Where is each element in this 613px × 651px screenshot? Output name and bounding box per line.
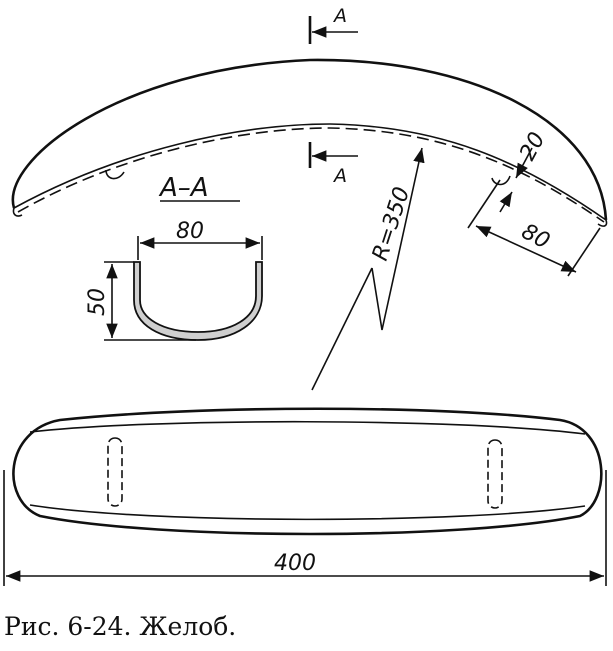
blank-outline [12, 407, 603, 536]
section-mark-bottom: А [308, 142, 358, 187]
slot-left [107, 437, 123, 507]
blank-inner-bottom [29, 504, 586, 521]
width-label: 80 [517, 219, 553, 254]
radius-label: R=350 [368, 184, 415, 264]
end-cap-right [597, 219, 608, 227]
thickness-label: 20 [515, 128, 550, 164]
radius-dimension: R=350 [311, 147, 425, 391]
section-mark-label-bottom: А [332, 165, 347, 187]
section-mark-top: А [308, 5, 358, 44]
blank-inner-top [29, 420, 586, 435]
cross-section: А–А 80 50 [85, 173, 263, 341]
gutter-outer-edge [11, 58, 608, 221]
section-mark-label-top: А [332, 5, 347, 27]
length-dimension: 400 [3, 470, 607, 586]
slot-right [487, 439, 503, 509]
section-width-label: 80 [176, 219, 204, 244]
section-profile [133, 261, 263, 341]
end-cap-left [12, 207, 23, 217]
section-title: А–А [158, 173, 209, 203]
section-height-label: 50 [85, 288, 110, 316]
bracket-right [491, 175, 511, 186]
flat-blank-view [12, 407, 603, 536]
bracket-left [105, 169, 125, 180]
length-label: 400 [274, 551, 316, 576]
figure-caption: Рис. 6-24. Желоб. [4, 612, 237, 641]
